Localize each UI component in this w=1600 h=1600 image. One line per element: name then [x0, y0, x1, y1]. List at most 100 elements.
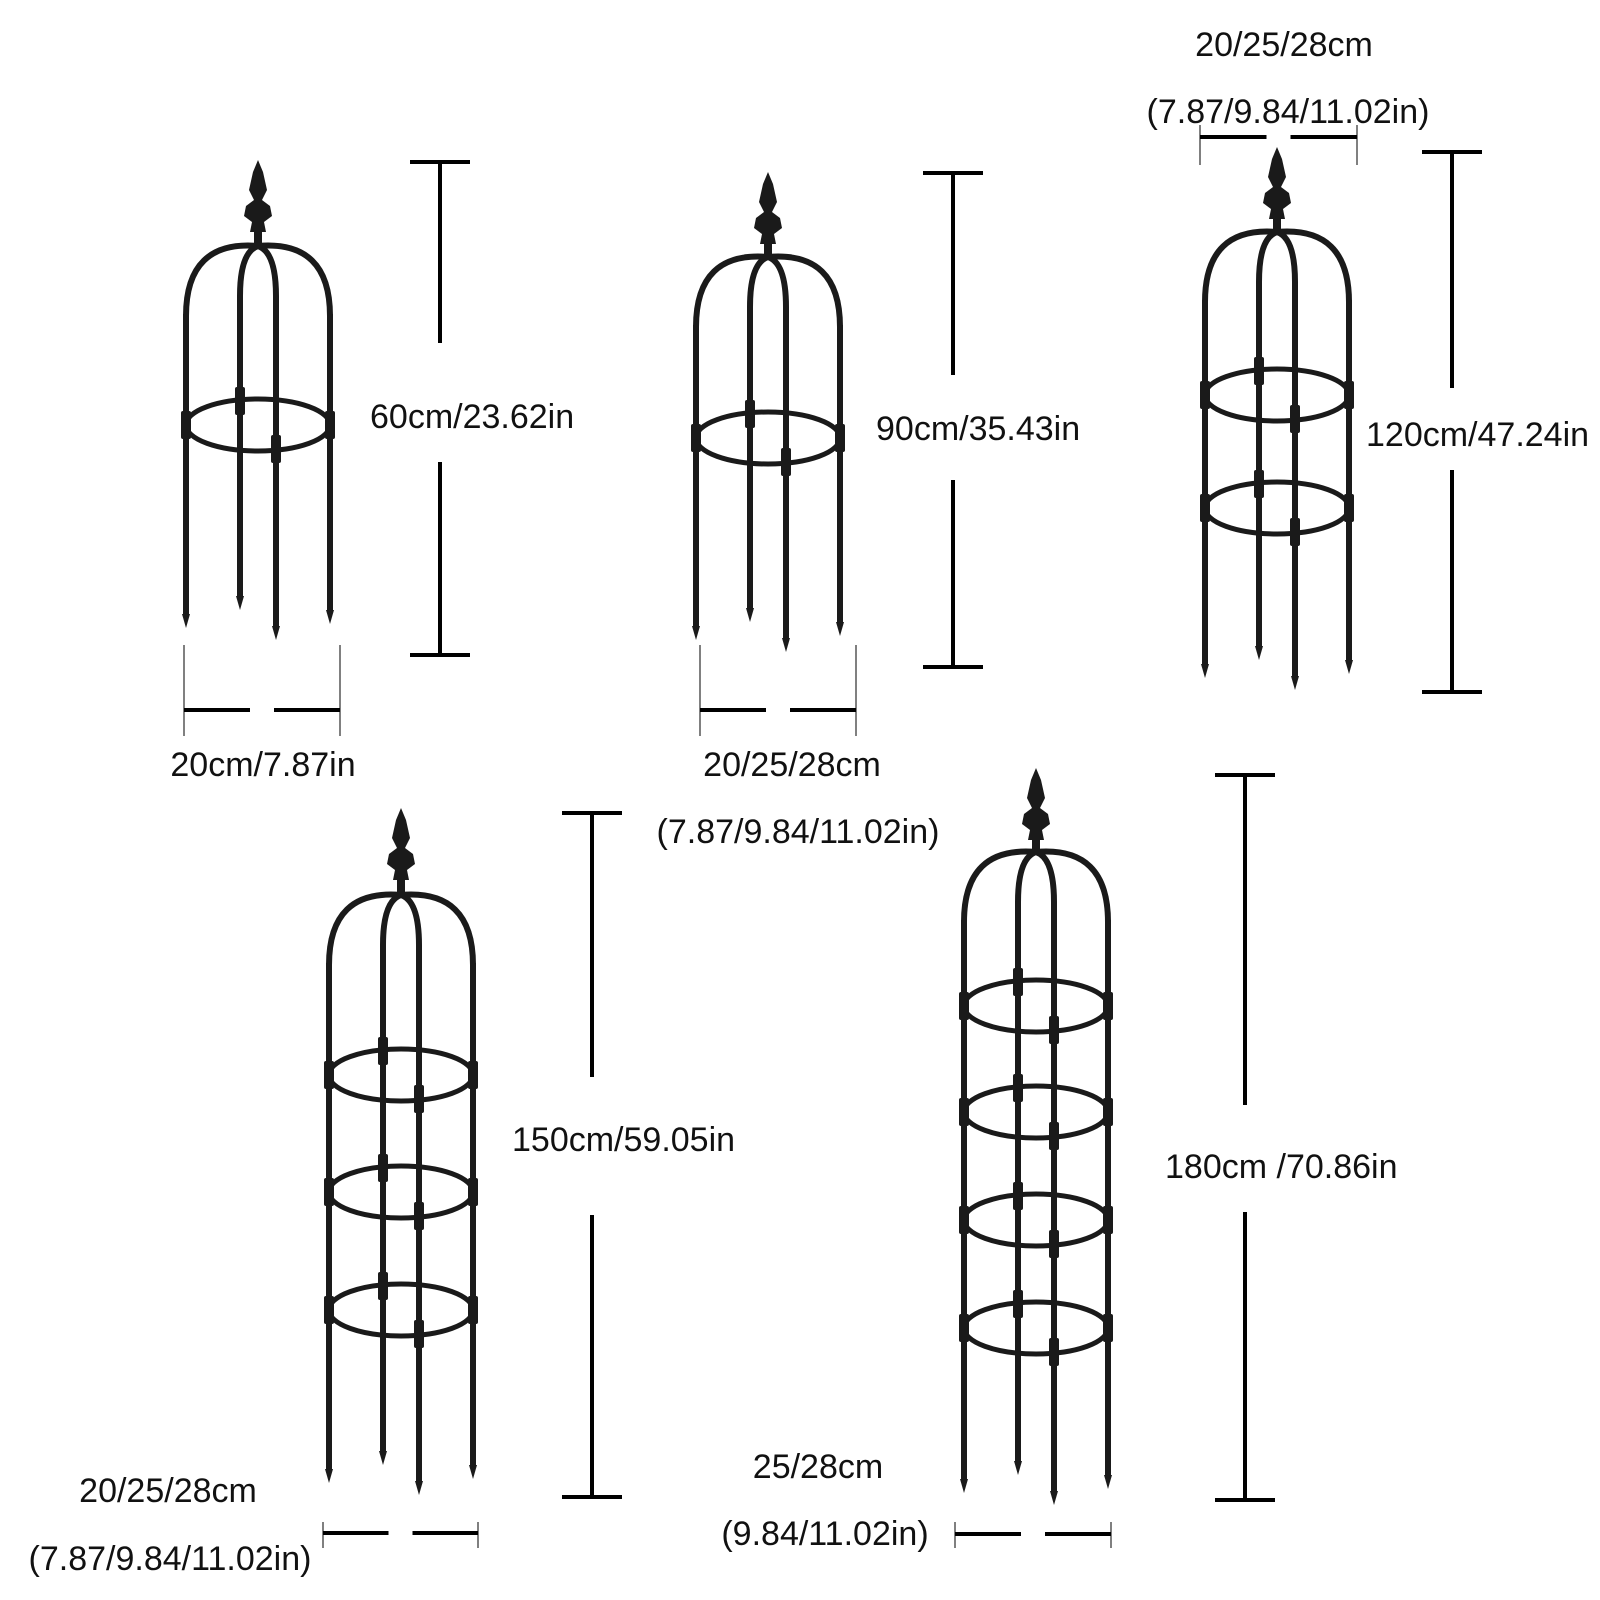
ring-connector: [1103, 992, 1113, 1020]
height-label-90cm: 90cm/35.43in: [876, 410, 1081, 448]
ring: [961, 1299, 1111, 1357]
ring: [1202, 366, 1352, 424]
ring-connector: [781, 448, 791, 476]
leg-spike: [1345, 660, 1353, 674]
arch-right: [398, 891, 476, 968]
ring: [1202, 479, 1352, 537]
ring-connector: [271, 435, 281, 463]
legs: [692, 307, 844, 652]
ring: [326, 1281, 476, 1339]
arch-inner-right: [398, 892, 422, 948]
arch-inner-right: [1033, 849, 1057, 905]
ring-connector: [235, 387, 245, 415]
arch-inner-left: [747, 254, 771, 310]
legs: [182, 296, 334, 640]
rings: [324, 1037, 478, 1348]
finial-ornament: [387, 808, 415, 880]
width-label-180cm-in: (9.84/11.02in): [721, 1515, 929, 1553]
arch-left: [326, 891, 404, 968]
ring-connector: [414, 1202, 424, 1230]
leg-spike: [1014, 1461, 1022, 1475]
leg-spike: [836, 622, 844, 636]
ring-connector: [1200, 381, 1210, 409]
leg-spike: [1201, 664, 1209, 678]
width-dimension-t150: [322, 1522, 479, 1548]
leg-spike: [236, 596, 244, 610]
finial-stem: [397, 880, 405, 895]
finial-ornament: [1022, 768, 1050, 840]
ring-connector: [414, 1320, 424, 1348]
ring: [183, 396, 333, 454]
ring: [961, 1191, 1111, 1249]
ring-connector: [835, 424, 845, 452]
rings: [691, 400, 845, 476]
height-dimension-t90: [923, 171, 983, 669]
ring-connector: [324, 1178, 334, 1206]
ring-connector: [324, 1296, 334, 1324]
ring-connector: [1013, 968, 1023, 996]
height-dimension-t60: [410, 160, 470, 657]
legs: [1201, 282, 1353, 690]
width-label-120cm-in: (7.87/9.84/11.02in): [1146, 93, 1430, 131]
ring-connector: [1049, 1338, 1059, 1366]
width-dimension-t120: [1199, 125, 1358, 165]
rings: [1200, 357, 1354, 546]
trellis-t90: [691, 172, 845, 652]
arch-inner-left: [380, 892, 404, 948]
dome-arches: [183, 242, 333, 319]
ring-connector: [324, 1061, 334, 1089]
trellis-t180: [959, 768, 1113, 1505]
ring-connector: [1013, 1182, 1023, 1210]
finial-ornament: [754, 172, 782, 244]
trellis-t150: [324, 808, 478, 1495]
ring-connector: [1344, 494, 1354, 522]
finial: [1263, 147, 1291, 232]
leg-spike: [1050, 1491, 1058, 1505]
arch-inner-left: [1015, 849, 1039, 905]
ring-connector: [745, 400, 755, 428]
rings: [181, 387, 335, 463]
ring-connector: [468, 1061, 478, 1089]
arch-left: [693, 253, 771, 330]
ring-connector: [1290, 518, 1300, 546]
leg-spike: [692, 626, 700, 640]
ring-connector: [959, 992, 969, 1020]
leg-spike: [182, 614, 190, 628]
ring-connector: [378, 1272, 388, 1300]
arch-right: [1033, 848, 1111, 925]
width-label-120cm-cm: 20/25/28cm: [1195, 26, 1373, 64]
width-label-60cm: 20cm/7.87in: [170, 746, 356, 784]
leg-spike: [272, 626, 280, 640]
finial: [1022, 768, 1050, 852]
arch-inner-left: [237, 243, 261, 299]
trellis-t60: [181, 160, 335, 640]
ring-connector: [1103, 1206, 1113, 1234]
leg-spike: [415, 1481, 423, 1495]
width-dimension-t60: [183, 645, 341, 736]
arch-inner-right: [1274, 229, 1298, 285]
leg-spike: [960, 1479, 968, 1493]
finial: [754, 172, 782, 257]
ring: [693, 409, 843, 467]
ring-connector: [1049, 1122, 1059, 1150]
ring: [326, 1163, 476, 1221]
dome-arches: [1202, 228, 1352, 305]
leg-spike: [325, 1469, 333, 1483]
arch-inner-left: [1256, 229, 1280, 285]
ring-connector: [1013, 1290, 1023, 1318]
height-label-120cm: 120cm/47.24in: [1366, 416, 1590, 454]
ring-connector: [1344, 381, 1354, 409]
leg-spike: [1104, 1475, 1112, 1489]
width-label-150cm-cm: 20/25/28cm: [79, 1472, 257, 1510]
finial: [387, 808, 415, 895]
leg-spike: [1255, 646, 1263, 660]
ring-connector: [378, 1154, 388, 1182]
ring: [961, 977, 1111, 1035]
arch-inner-right: [765, 254, 789, 310]
width-label-180cm-cm: 25/28cm: [752, 1448, 884, 1486]
finial-ornament: [1263, 147, 1291, 219]
ring-connector: [1254, 470, 1264, 498]
height-label-180cm: 180cm /70.86in: [1165, 1148, 1398, 1186]
leg-spike: [1291, 676, 1299, 690]
